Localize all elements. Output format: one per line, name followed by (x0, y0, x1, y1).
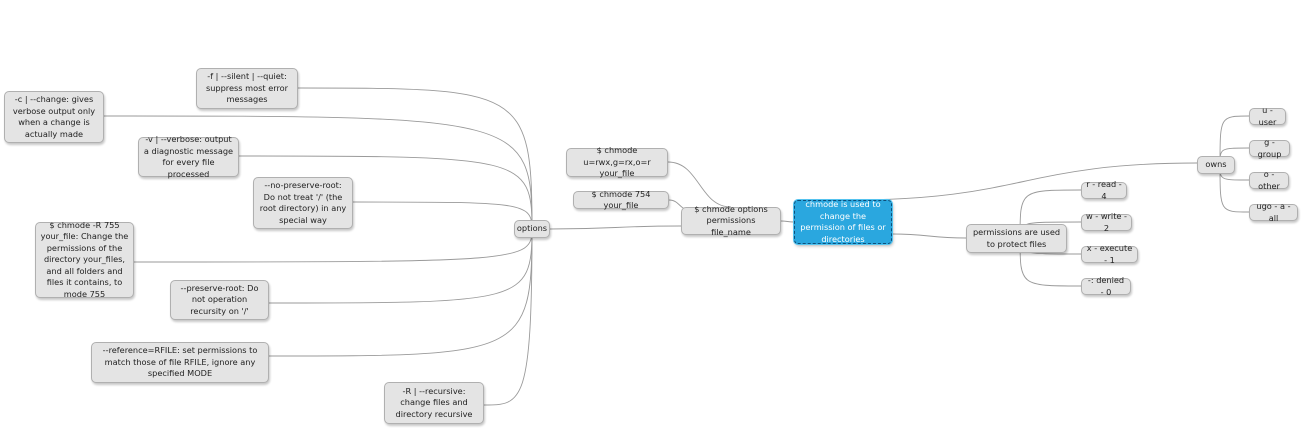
example-octal-text: $ chmode 754 your_file (591, 188, 651, 211)
link-options-changes (103, 115, 533, 230)
perm-denied-text: -: denied - 0 (1087, 275, 1125, 297)
owns-all-node[interactable]: ugo - a - all (1249, 201, 1298, 223)
link-options-silent (297, 87, 533, 230)
options-node[interactable]: options (514, 220, 550, 238)
permissions-node[interactable]: permissions are used to protect files (966, 224, 1067, 253)
option-silent-node[interactable]: -f | --silent | --quiet: suppress most e… (196, 68, 298, 109)
link-syntax-options (549, 225, 682, 230)
perm-execute-text: x - execute - 1 (1086, 243, 1133, 265)
link-options-recursive (483, 228, 533, 406)
owns-all-text: ugo - a - all (1256, 201, 1291, 223)
perm-write-text: w - write - 2 (1086, 211, 1127, 233)
option-recursive-node[interactable]: -R | --recursive: change files and direc… (384, 382, 484, 424)
permissions-text: permissions are used to protect files (972, 227, 1061, 249)
link-center-syntax (780, 220, 795, 223)
link-options-recursive-example (133, 228, 533, 263)
link-options-preserve-root (268, 228, 533, 304)
option-recursive-example-text: $ chmode -R 755 your_file: Change the pe… (40, 219, 129, 299)
option-verbose-text: -v | --verbose: output a diagnostic mess… (143, 134, 234, 179)
perm-read-node[interactable]: r - read - 4 (1081, 179, 1127, 201)
option-changes-text: -c | --change: gives verbose output only… (12, 94, 96, 139)
link-options-reference (268, 228, 533, 357)
option-preserve-root-text: --preserve-root: Do not operation recurs… (180, 282, 259, 316)
perm-write-node[interactable]: w - write - 2 (1081, 211, 1132, 233)
perm-denied-node[interactable]: -: denied - 0 (1081, 275, 1131, 297)
link-options-no-preserve-root (352, 201, 533, 230)
owns-node[interactable]: owns (1197, 156, 1235, 174)
owns-other-node[interactable]: o - other (1249, 169, 1289, 191)
link-center-owns (849, 162, 1198, 201)
option-no-preserve-root-text: --no-preserve-root: Do not treat '/' (th… (259, 180, 347, 225)
option-recursive-example-node[interactable]: $ chmode -R 755 your_file: Change the pe… (35, 219, 134, 299)
perm-read-text: r - read - 4 (1086, 179, 1122, 201)
owns-user-node[interactable]: u - user (1249, 105, 1286, 127)
option-silent-text: -f | --silent | --quiet: suppress most e… (205, 71, 289, 105)
syntax-text: $ chmode options permissions file_name (694, 203, 768, 237)
central-topic-text: chmode is used to change the permission … (800, 199, 886, 244)
central-topic[interactable]: chmode is used to change the permission … (794, 199, 892, 244)
option-changes-node[interactable]: -c | --change: gives verbose output only… (4, 91, 104, 143)
perm-execute-node[interactable]: x - execute - 1 (1081, 243, 1138, 265)
owns-text: owns (1205, 159, 1227, 170)
example-symbolic-node[interactable]: $ chmode u=rwx,g=rx,o=r your_file (566, 145, 668, 179)
link-options-verbose (238, 155, 533, 230)
option-preserve-root-node[interactable]: --preserve-root: Do not operation recurs… (170, 280, 269, 320)
options-text: options (516, 223, 548, 234)
link-owns-user (1219, 115, 1250, 166)
owns-other-text: o - other (1258, 169, 1280, 191)
owns-group-text: g - group (1257, 137, 1282, 159)
syntax-node[interactable]: $ chmode options permissions file_name (681, 204, 781, 237)
owns-user-text: u - user (1258, 105, 1277, 127)
link-syntax-example-symbolic (667, 161, 732, 208)
option-recursive-text: -R | --recursive: change files and direc… (395, 385, 473, 419)
option-reference-text: --reference=RFILE: set permissions to ma… (102, 345, 258, 379)
option-no-preserve-root-node[interactable]: --no-preserve-root: Do not treat '/' (th… (253, 177, 353, 229)
option-reference-node[interactable]: --reference=RFILE: set permissions to ma… (91, 342, 269, 383)
option-verbose-node[interactable]: -v | --verbose: output a diagnostic mess… (138, 134, 239, 179)
link-owns-all (1219, 164, 1250, 213)
owns-group-node[interactable]: g - group (1249, 137, 1290, 159)
example-octal-node[interactable]: $ chmode 754 your_file (573, 188, 669, 211)
link-center-permissions (891, 233, 967, 239)
example-symbolic-text: $ chmode u=rwx,g=rx,o=r your_file (583, 145, 651, 179)
